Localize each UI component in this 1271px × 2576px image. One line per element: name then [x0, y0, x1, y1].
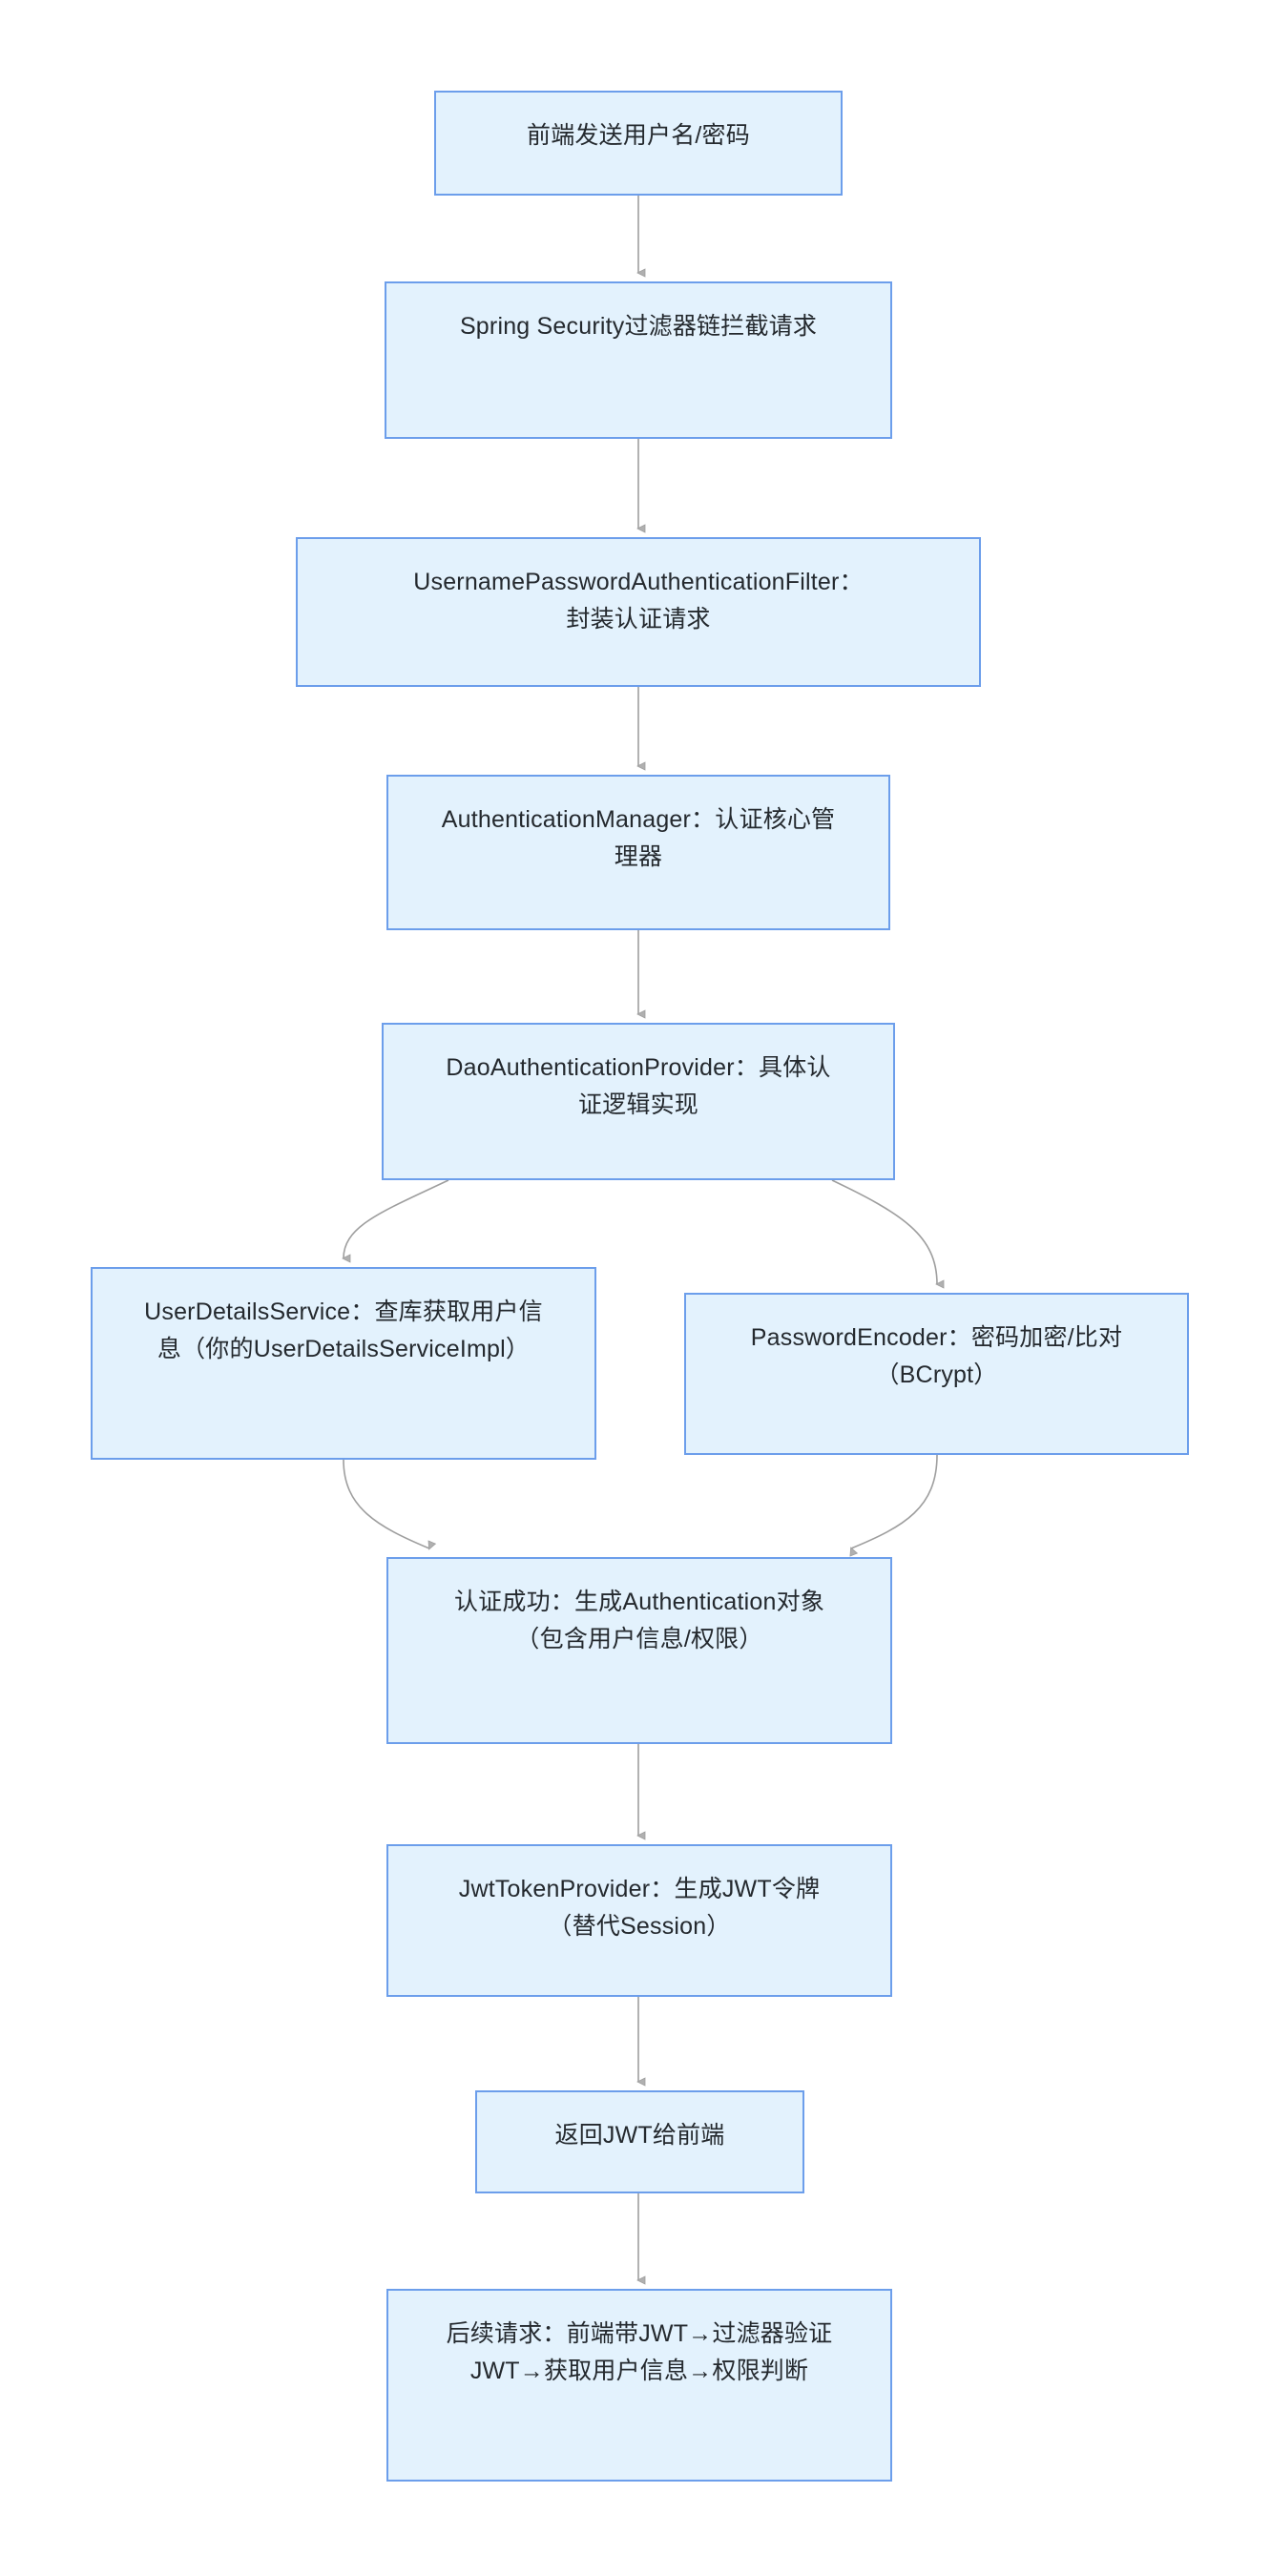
flow-node-label: UserDetailsService：查库获取用户信 息（你的UserDetai… — [144, 1298, 543, 1362]
flow-node-label: JwtTokenProvider：生成JWT令牌 （替代Session） — [458, 1876, 821, 1940]
edge-n5-n7 — [831, 1179, 945, 1289]
flow-node-subsequent-requests[interactable]: 后续请求：前端带JWT→过滤器验证 JWT→获取用户信息→权限判断 — [386, 2289, 892, 2482]
flow-node-user-details-service[interactable]: UserDetailsService：查库获取用户信 息（你的UserDetai… — [91, 1267, 596, 1460]
flow-node-frontend-send-credentials[interactable]: 前端发送用户名/密码 — [434, 91, 843, 196]
flow-node-label: AuthenticationManager：认证核心管 理器 — [441, 806, 836, 870]
flow-node-label: 前端发送用户名/密码 — [527, 122, 750, 149]
flow-node-return-jwt-to-frontend[interactable]: 返回JWT给前端 — [475, 2090, 804, 2193]
edge-n6-n8 — [343, 1459, 437, 1550]
edge-n5-n6 — [342, 1179, 449, 1263]
flow-node-label: PasswordEncoder：密码加密/比对 （BCrypt） — [750, 1324, 1123, 1388]
flow-node-dao-authentication-provider[interactable]: DaoAuthenticationProvider：具体认 证逻辑实现 — [382, 1023, 895, 1180]
flow-node-jwt-token-provider[interactable]: JwtTokenProvider：生成JWT令牌 （替代Session） — [386, 1844, 892, 1997]
edge-n7-n8 — [849, 1454, 938, 1557]
flow-node-spring-security-filter-chain[interactable]: Spring Security过滤器链拦截请求 — [385, 281, 892, 439]
flow-node-password-encoder[interactable]: PasswordEncoder：密码加密/比对 （BCrypt） — [684, 1293, 1189, 1455]
flow-node-label: Spring Security过滤器链拦截请求 — [459, 313, 818, 340]
flow-node-authentication-manager[interactable]: AuthenticationManager：认证核心管 理器 — [386, 775, 890, 930]
flow-node-label: 返回JWT给前端 — [554, 2122, 725, 2149]
flow-node-authentication-success[interactable]: 认证成功：生成Authentication对象 （包含用户信息/权限） — [386, 1557, 892, 1744]
flow-node-label: 认证成功：生成Authentication对象 （包含用户信息/权限） — [453, 1589, 825, 1652]
flow-node-label: 后续请求：前端带JWT→过滤器验证 JWT→获取用户信息→权限判断 — [446, 2320, 833, 2384]
flow-node-username-password-authentication-filter[interactable]: UsernamePasswordAuthenticationFilter： 封装… — [296, 537, 981, 687]
flow-node-label: UsernamePasswordAuthenticationFilter： 封装… — [413, 569, 864, 633]
flow-node-label: DaoAuthenticationProvider：具体认 证逻辑实现 — [446, 1054, 831, 1118]
